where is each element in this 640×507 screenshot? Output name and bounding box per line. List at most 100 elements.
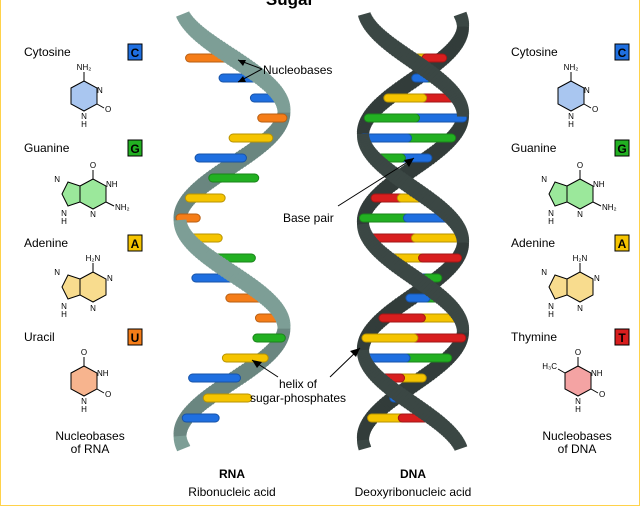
rna-backbone-segment <box>239 275 255 291</box>
svg-text:N: N <box>61 209 67 218</box>
dna-backbone-segment <box>402 178 416 193</box>
rna-backbone-segment <box>250 68 266 83</box>
dna-backbone-segment <box>368 319 383 331</box>
rna-backbone-segment <box>201 34 216 49</box>
rna-backbone-segment <box>258 74 273 88</box>
svg-text:NH₂: NH₂ <box>115 203 130 212</box>
rna-backbone-segment <box>215 43 231 59</box>
rna-backbone-segment <box>248 66 263 81</box>
rna-backbone-segment <box>181 233 196 245</box>
dna-backbone-segment <box>427 412 442 427</box>
dna-backbone-segment <box>443 427 458 439</box>
dna-backbone-segment <box>377 398 392 412</box>
badge-a-dna: A <box>614 234 630 252</box>
dna-backbone-segment <box>434 74 449 88</box>
dna-backbone-segment <box>422 192 436 207</box>
dna-backbone-segment <box>384 38 399 53</box>
dna-backbone-segment <box>427 362 442 377</box>
rna-backbone-segment <box>204 35 219 51</box>
dna-backbone-segment <box>401 50 415 65</box>
dna-backbone-segment <box>372 29 387 42</box>
rna-backbone-segment <box>184 405 200 418</box>
dna-backbone-segment <box>402 380 417 395</box>
badge-t-dna: T <box>614 328 630 346</box>
svg-text:H: H <box>81 405 87 414</box>
dna-backbone-segment <box>370 27 385 40</box>
rna-backbone-segment <box>228 51 243 68</box>
rna-backbone-segment <box>248 142 263 157</box>
rna-backbone-segment <box>248 282 263 297</box>
dna-backbone-segment <box>364 238 379 249</box>
svg-text:C: C <box>131 46 140 60</box>
rna-backbone-segment <box>191 182 206 196</box>
dna-backbone-segment <box>380 396 395 410</box>
dna-backbone-segment <box>432 416 447 430</box>
svg-text:A: A <box>131 237 140 251</box>
rna-base-name-cytosine: Cytosine <box>24 45 71 59</box>
svg-text:N: N <box>54 268 60 277</box>
dna-backbone-segment <box>436 76 451 90</box>
svg-text:H: H <box>548 310 554 319</box>
rna-backbone-segment <box>185 21 200 34</box>
dna-backbone-segment <box>393 172 408 187</box>
dna-backbone-segment <box>373 157 387 170</box>
rna-backbone-segment <box>186 403 202 416</box>
dna-backbone-segment <box>439 265 453 278</box>
svg-text:O: O <box>575 348 581 357</box>
dna-backbone-segment <box>379 250 394 264</box>
dna-backbone-segment <box>395 296 410 311</box>
dna-backbone-segment <box>375 375 389 388</box>
dna-abbr-label: DNA <box>400 467 426 481</box>
svg-text:N: N <box>54 175 60 184</box>
dna-backbone-segment <box>447 42 461 53</box>
svg-text:N: N <box>90 210 96 219</box>
dna-backbone-segment <box>438 295 453 308</box>
dna-backbone-segment <box>402 164 417 179</box>
svg-text:T: T <box>618 331 626 345</box>
dna-backbone-segment <box>421 280 435 295</box>
svg-text:H: H <box>575 405 581 414</box>
rna-backbone-segment <box>224 157 240 174</box>
helix-label-line2: sugar-phosphates <box>250 391 346 405</box>
dna-backbone-segment <box>409 56 424 71</box>
rna-backbone-segment <box>236 365 251 381</box>
svg-text:H₂N: H₂N <box>86 254 101 263</box>
svg-text:NH₂: NH₂ <box>564 63 579 72</box>
svg-text:NH: NH <box>591 369 603 378</box>
dna-backbone-segment <box>392 260 407 275</box>
svg-text:H: H <box>568 120 574 129</box>
dna-backbone-segment <box>404 52 418 67</box>
dna-backbone-segment <box>405 162 419 177</box>
rna-backbone-segment <box>198 248 214 263</box>
dna-backbone-segment <box>366 321 381 333</box>
dna-backbone-segment <box>408 160 422 175</box>
badge-c-rna: C <box>127 43 143 61</box>
dna-backbone-segment <box>418 62 433 77</box>
dna-backbone-segment <box>402 394 416 409</box>
svg-text:N: N <box>548 209 554 218</box>
dna-backbone-segment <box>387 384 402 399</box>
rna-backbone-segment <box>245 279 260 295</box>
rna-backbone-segment <box>228 267 243 284</box>
rna-backbone-segment <box>212 381 228 397</box>
badge-u-rna: U <box>127 328 143 346</box>
svg-text:C: C <box>618 46 627 60</box>
rna-backbone-segment <box>260 76 275 90</box>
dna-backbone-segment <box>377 32 391 46</box>
diagram-title: Sugar <box>266 0 315 9</box>
dna-backbone-segment <box>381 36 396 50</box>
rna-backbone-segment <box>253 70 268 85</box>
rna-backbone-segment <box>213 41 228 57</box>
dna-backbone-segment <box>410 400 425 415</box>
dna-backbone-segment <box>416 404 431 419</box>
svg-text:N: N <box>584 86 590 95</box>
rna-backbone-segment <box>189 24 204 38</box>
rna-backbone-segment <box>209 383 225 399</box>
dna-backbone-segment <box>377 160 392 174</box>
svg-text:N: N <box>61 302 67 311</box>
svg-text:NH: NH <box>593 180 605 189</box>
rna-backbone-segment <box>221 47 237 64</box>
rna-nucleobases <box>175 53 288 423</box>
dna-backbone-segment <box>368 25 383 37</box>
